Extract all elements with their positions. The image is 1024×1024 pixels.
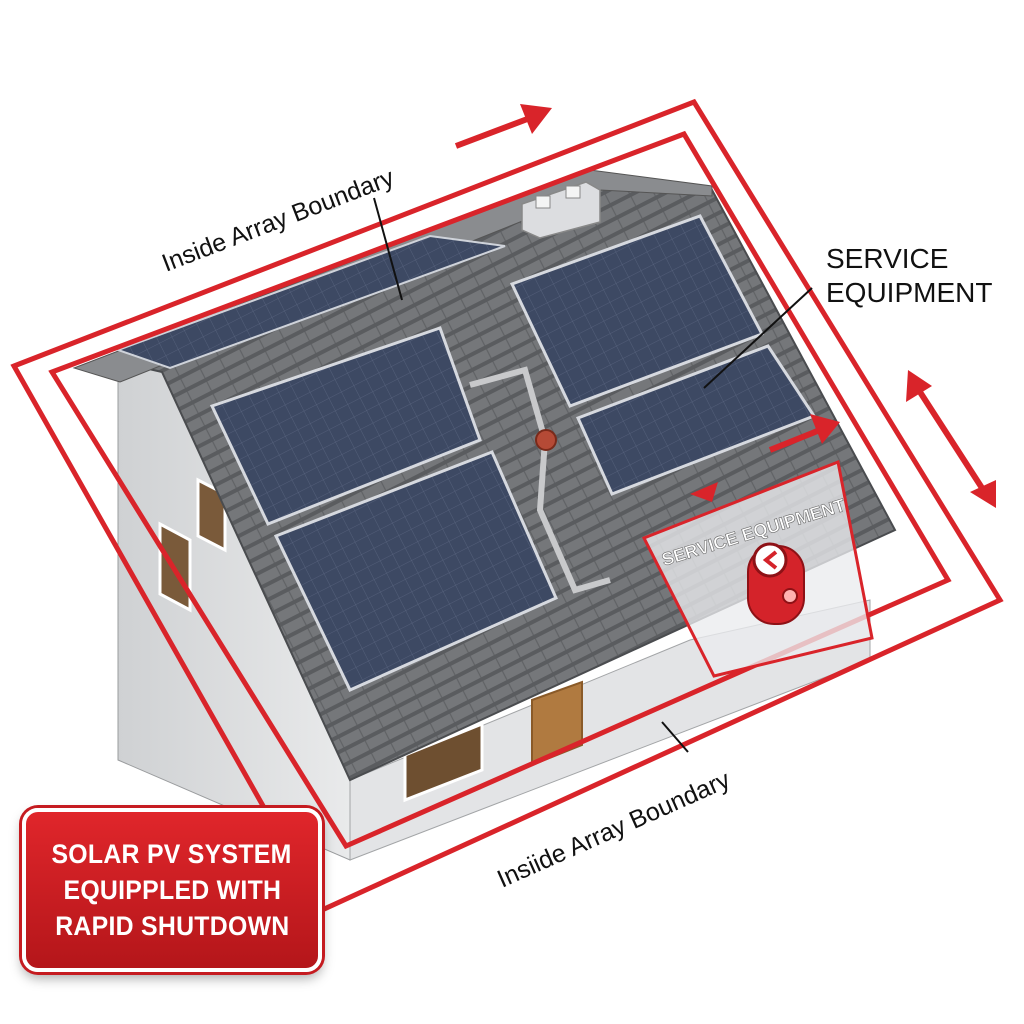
array-boundary [10, 98, 1004, 914]
inner-array-boundary [48, 130, 952, 850]
leader-line-service [703, 287, 813, 389]
window-front [403, 721, 484, 803]
arrow-up-small-icon [690, 482, 718, 502]
front-door [531, 680, 583, 767]
rapid-shutdown-badge: SOLAR PV SYSTEM EQUIPPLED WITH RAPID SHU… [22, 808, 322, 972]
conduit [469, 366, 611, 594]
solar-panel-left-lower [273, 450, 558, 692]
badge-line-1: SOLAR PV SYSTEM [51, 839, 293, 869]
badge-line-3: RAPID SHUTDOWN [54, 911, 290, 941]
service-equipment-label-line2: EQUIPMENT [826, 277, 992, 308]
arrows [454, 104, 996, 508]
rapid-shutdown-switch-icon [747, 542, 805, 625]
service-equipment-inset [641, 459, 874, 678]
service-equipment-label-line1: SERVICE [826, 243, 948, 274]
double-arrow-icon [906, 370, 996, 508]
outer-array-boundary [10, 98, 1004, 914]
solar-panel-ridge-row [115, 234, 506, 370]
arrow-right-mid-icon [768, 414, 840, 453]
arrow-right-top-icon [454, 104, 552, 149]
badge-line-2: EQUIPPLED WITH [63, 875, 281, 905]
leader-line-bottom [661, 721, 689, 753]
roof-vent [521, 181, 601, 239]
leader-line-top [373, 197, 403, 301]
solar-panels [115, 214, 817, 692]
leader-lines [373, 197, 813, 753]
solar-panel-left-upper [209, 326, 482, 526]
junction-box [535, 429, 557, 451]
